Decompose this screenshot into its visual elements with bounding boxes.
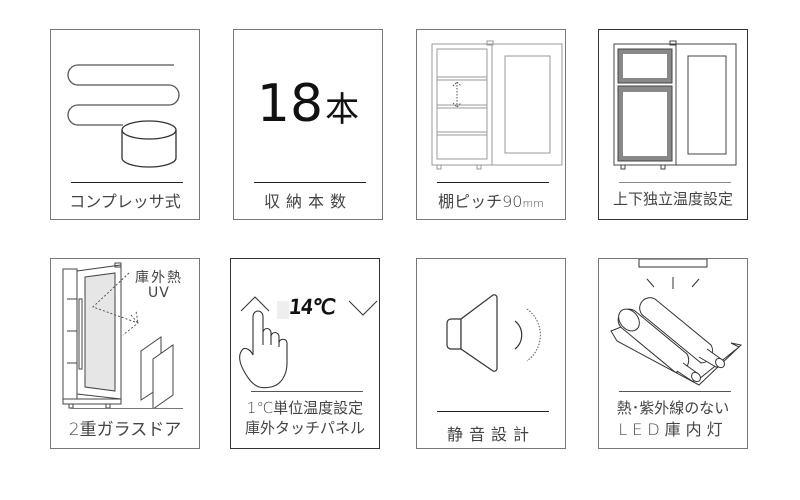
feature-label: コンプレッサ式 (69, 192, 181, 211)
feature-card-double-glass: 庫外熱 UV 2重ガラスドア (50, 258, 200, 449)
down-arrow-icon (348, 300, 378, 316)
divider (254, 182, 366, 183)
bottle-count: 18本 (234, 74, 382, 134)
annotation-uv: UV (148, 285, 170, 301)
feature-label: 2重ガラスドア (68, 420, 182, 440)
count-unit: 本 (325, 90, 360, 130)
feature-label: 棚ピッチ90mm (417, 188, 565, 212)
feature-label: 収納本数 (263, 192, 352, 211)
dual-zone-fridge-icon (613, 40, 737, 170)
feature-label: 静音設計 (446, 425, 535, 444)
divider (251, 391, 363, 392)
speaker-icon (446, 294, 541, 372)
divider (71, 182, 183, 183)
feature-label-line1: 熱･紫外線のない (616, 399, 730, 417)
feature-label-line2: LED庫内灯 (618, 420, 728, 439)
feature-card-quiet: 静音設計 (416, 258, 566, 449)
feature-label: 上下独立温度設定 (612, 190, 733, 208)
up-arrow-icon (240, 296, 270, 312)
temperature-display: 14℃ (287, 295, 337, 319)
shelf-pitch-icon (431, 40, 563, 170)
feature-label-line2: 庫外タッチパネル (244, 419, 365, 437)
feature-card-shelf-pitch: 棚ピッチ90mm (416, 29, 566, 220)
touch-panel-icon (239, 296, 378, 389)
count-number: 18 (256, 74, 324, 134)
label-unit: mm (522, 197, 544, 210)
divider (619, 182, 731, 183)
feature-card-capacity: 18本 収納本数 (233, 29, 383, 220)
feature-label-line1: 1℃単位温度設定 (246, 399, 364, 417)
feature-card-touch-panel: 14℃ 1℃単位温度設定 庫外タッチパネル (230, 258, 380, 449)
compressor-icon (67, 64, 180, 168)
divider (437, 182, 549, 183)
double-glass-door-icon (62, 262, 174, 409)
label-main: 棚ピッチ90 (438, 192, 523, 211)
divider (437, 411, 549, 412)
feature-card-dual-zone: 上下独立温度設定 (598, 29, 748, 220)
divider (71, 408, 183, 409)
feature-card-compressor: コンプレッサ式 (50, 29, 200, 220)
divider (619, 391, 731, 392)
annotation-heat: 庫外熱 (135, 270, 183, 286)
led-light-bottles-icon (610, 259, 743, 386)
feature-card-led: 熱･紫外線のない LED庫内灯 (598, 258, 748, 449)
